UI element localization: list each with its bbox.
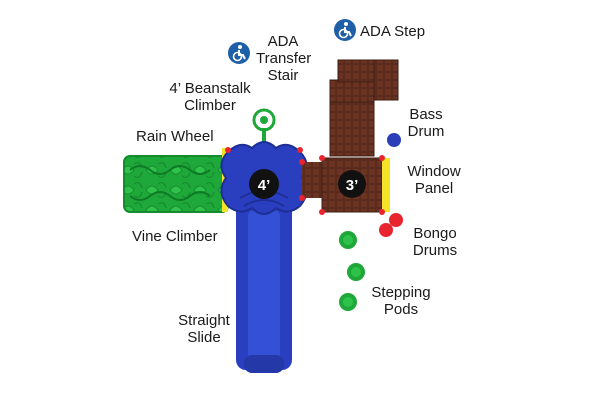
label-line: 4’ Beanstalk (169, 80, 251, 97)
deck-4ft-label: 4’ (258, 177, 271, 194)
label-stepping-pods: Stepping Pods (366, 284, 436, 318)
bongo-drums (379, 213, 403, 237)
label-line: Straight (178, 312, 230, 329)
wheelchair-accessible-icon (228, 42, 250, 64)
label-bass-drum: Bass Drum (404, 106, 448, 140)
label-bongo-drums: Bongo Drums (410, 225, 460, 259)
label-line: Slide (187, 329, 221, 346)
label-line: Climber (184, 97, 236, 114)
window-panel (382, 158, 390, 212)
straight-slide (236, 200, 292, 373)
label-line: Bass (409, 106, 443, 123)
stepping-pods (339, 231, 365, 311)
label-vine-climber: Vine Climber (132, 228, 218, 245)
label-ada-step: ADA Step (360, 23, 426, 40)
label-line: Transfer (256, 50, 312, 67)
label-line: Stair (267, 67, 299, 84)
deck-4ft-roof (220, 141, 308, 215)
vine-climber-panel (123, 155, 229, 213)
label-ada-transfer-stair: ADA Transfer Stair (256, 33, 312, 84)
label-line: ADA (267, 33, 299, 50)
deck-3ft-label: 3’ (346, 177, 359, 194)
label-window-panel: Window Panel (402, 163, 466, 197)
label-line: Bongo (413, 225, 457, 242)
label-line: Drums (412, 242, 458, 259)
label-line: Pods (383, 301, 419, 318)
bass-drum (387, 133, 401, 147)
connector-deck (302, 162, 324, 198)
ada-step (337, 59, 399, 101)
label-rain-wheel: Rain Wheel (136, 128, 214, 145)
corner-posts (225, 147, 385, 215)
label-line: Stepping (371, 284, 431, 301)
wheelchair-accessible-icon (334, 19, 356, 41)
label-line: Panel (414, 180, 454, 197)
deck-3ft (321, 157, 383, 213)
ada-transfer-stair (329, 79, 375, 157)
label-straight-slide: Straight Slide (172, 312, 236, 346)
label-beanstalk-climber: 4’ Beanstalk Climber (150, 80, 270, 114)
label-line: Window (407, 163, 461, 180)
label-line: Drum (407, 123, 445, 140)
